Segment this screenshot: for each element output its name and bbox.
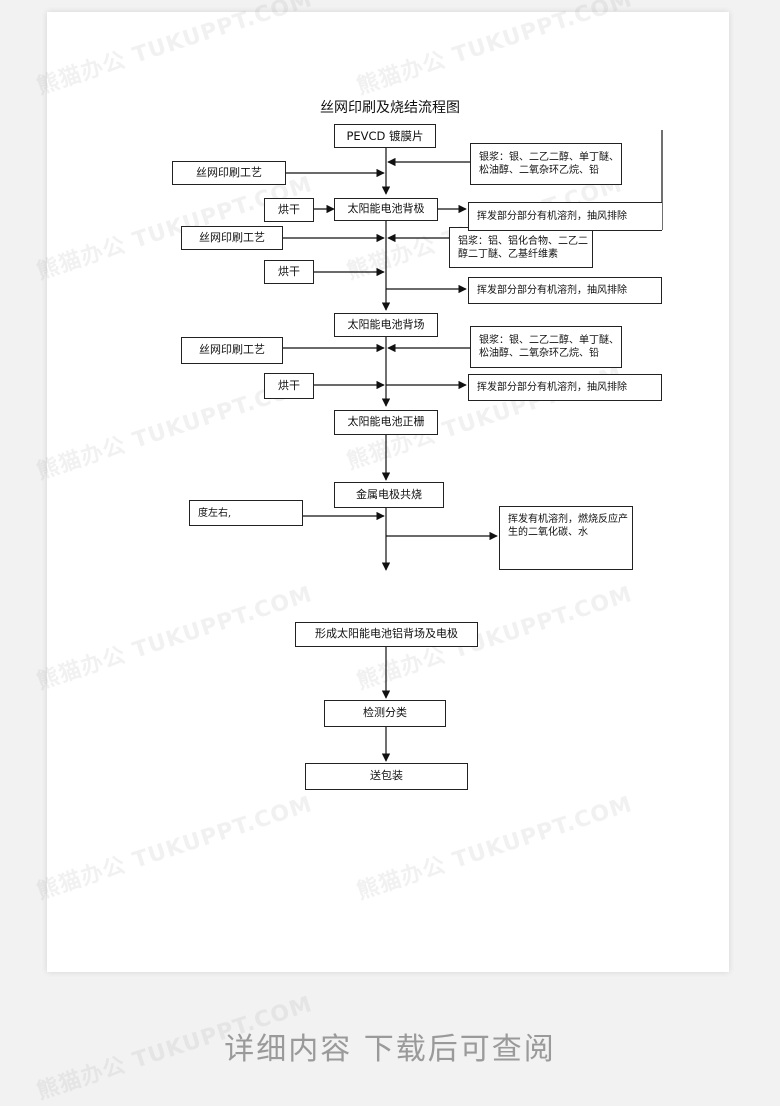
input-box-drying: 烘干 (264, 260, 314, 284)
emission-box-solvent: 挥发部分部分有机溶剂，抽风排除 (468, 202, 662, 231)
material-box-aluminium-paste: 铝浆：铝、铝化合物、二乙二醇二丁醚、乙基纤维素 (449, 227, 593, 268)
input-box-drying: 烘干 (264, 373, 314, 399)
input-box-screen-printing: 丝网印刷工艺 (181, 337, 283, 364)
input-box-drying: 烘干 (264, 198, 314, 222)
process-box-back-field: 太阳能电池背场 (334, 313, 438, 337)
input-box-screen-printing: 丝网印刷工艺 (172, 161, 286, 185)
process-box-inspection: 检测分类 (324, 700, 446, 727)
process-box-packaging: 送包装 (305, 763, 468, 790)
process-box-al-back-field: 形成太阳能电池铝背场及电极 (295, 622, 478, 647)
input-box-temperature: 度左右, (189, 500, 303, 526)
process-box-coated-wafer: PEVCD 镀膜片 (334, 124, 436, 148)
material-box-silver-paste: 银浆：银、二乙二醇、单丁醚、松油醇、二氧杂环乙烷、铅 (470, 143, 622, 185)
emission-box-solvent: 挥发部分部分有机溶剂，抽风排除 (468, 374, 662, 401)
diagram-title: 丝网印刷及烧结流程图 (320, 100, 460, 116)
material-box-silver-paste: 银浆：银、二乙二醇、单丁醚、松油醇、二氧杂环乙烷、铅 (470, 326, 622, 368)
footer-caption: 详细内容 下载后可查阅 (224, 1032, 556, 1067)
emission-box-combustion: 挥发有机溶剂，燃烧反应产生的二氧化碳、水 (499, 506, 633, 570)
process-box-back-electrode: 太阳能电池背极 (334, 198, 438, 221)
input-box-screen-printing: 丝网印刷工艺 (181, 226, 283, 250)
emission-box-solvent: 挥发部分部分有机溶剂，抽风排除 (468, 277, 662, 304)
process-box-co-firing: 金属电极共烧 (334, 482, 444, 508)
process-box-front-grid: 太阳能电池正栅 (334, 410, 438, 435)
